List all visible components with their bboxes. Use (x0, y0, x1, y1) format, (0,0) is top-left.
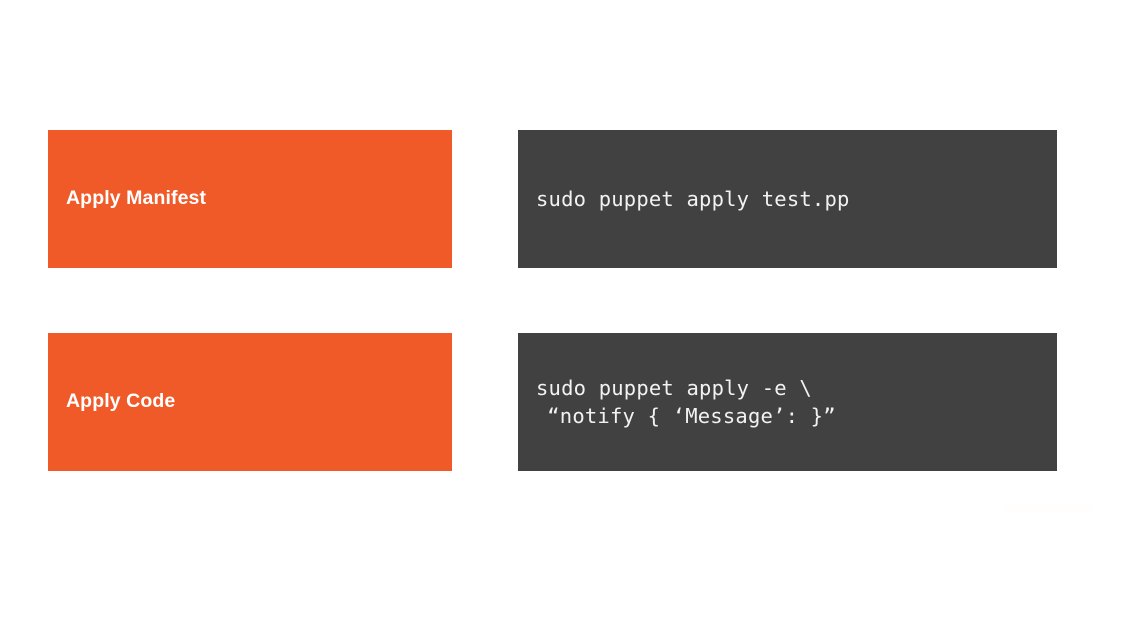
code-line: sudo puppet apply test.pp (536, 186, 850, 211)
label-box-apply-manifest[interactable]: Apply Manifest (48, 130, 452, 268)
label-text: Apply Manifest (66, 187, 207, 210)
code-snippet: sudo puppet apply test.pp (536, 185, 850, 213)
code-line-continuation: “notify { ‘Message’: }” (547, 404, 836, 428)
label-text: Apply Code (66, 390, 176, 413)
code-snippet: sudo puppet apply -e \ “notify { ‘Message… (536, 374, 836, 431)
reference-row: Apply Manifest sudo puppet apply test.pp (0, 130, 1135, 268)
code-line: sudo puppet apply -e \ (536, 375, 812, 400)
code-box-apply-manifest[interactable]: sudo puppet apply test.pp (518, 130, 1057, 268)
reference-row: Apply Code sudo puppet apply -e \ “notify… (0, 333, 1135, 471)
label-box-apply-code[interactable]: Apply Code (48, 333, 452, 471)
code-box-apply-code[interactable]: sudo puppet apply -e \ “notify { ‘Message… (518, 333, 1057, 471)
background-artifact (1004, 504, 1094, 512)
